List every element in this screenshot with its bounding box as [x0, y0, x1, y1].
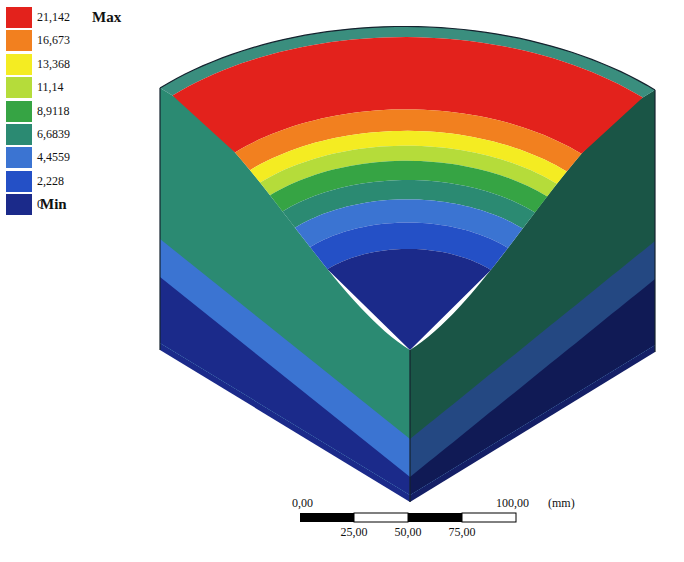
legend-value: 11,14 — [37, 81, 64, 94]
scale-value: 100,00 — [496, 497, 529, 510]
contour-bands — [160, 27, 655, 351]
outline-edges — [160, 27, 655, 503]
wall-edge — [654, 90, 655, 352]
scale-bar — [300, 513, 516, 522]
wall-edge — [159, 88, 160, 350]
max-label: Max — [92, 9, 121, 26]
legend-swatch — [6, 124, 32, 145]
legend-value: 6,6839 — [37, 128, 70, 141]
legend-swatch — [6, 30, 32, 51]
scale-segment — [300, 513, 354, 522]
legend-swatch — [6, 171, 32, 192]
scale-unit: (mm) — [548, 497, 575, 510]
legend-swatch — [6, 77, 32, 98]
contour-band — [328, 249, 491, 350]
legend-value: 13,368 — [37, 58, 70, 71]
legend-value: 2,228 — [37, 175, 64, 188]
legend-value: 4,4559 — [37, 151, 70, 164]
scale-segment — [462, 513, 516, 522]
center-edge — [409, 350, 410, 502]
legend-value: 16,673 — [37, 34, 70, 47]
legend-value: 8,9118 — [37, 105, 70, 118]
legend-swatch — [6, 7, 32, 28]
scale-value: 0,00 — [292, 497, 313, 510]
scale-segment — [354, 513, 408, 522]
scale-segment — [408, 513, 462, 522]
legend-swatch — [6, 147, 32, 168]
min-label: Min — [40, 196, 67, 213]
scale-value: 25,00 — [341, 526, 368, 539]
rim-edge — [160, 27, 655, 91]
legend-swatch — [6, 194, 32, 215]
legend-swatch — [6, 101, 32, 122]
legend-value: 21,142 — [37, 11, 70, 24]
scale-value: 50,00 — [395, 526, 422, 539]
legend-swatch — [6, 54, 32, 75]
scale-value: 75,00 — [449, 526, 476, 539]
